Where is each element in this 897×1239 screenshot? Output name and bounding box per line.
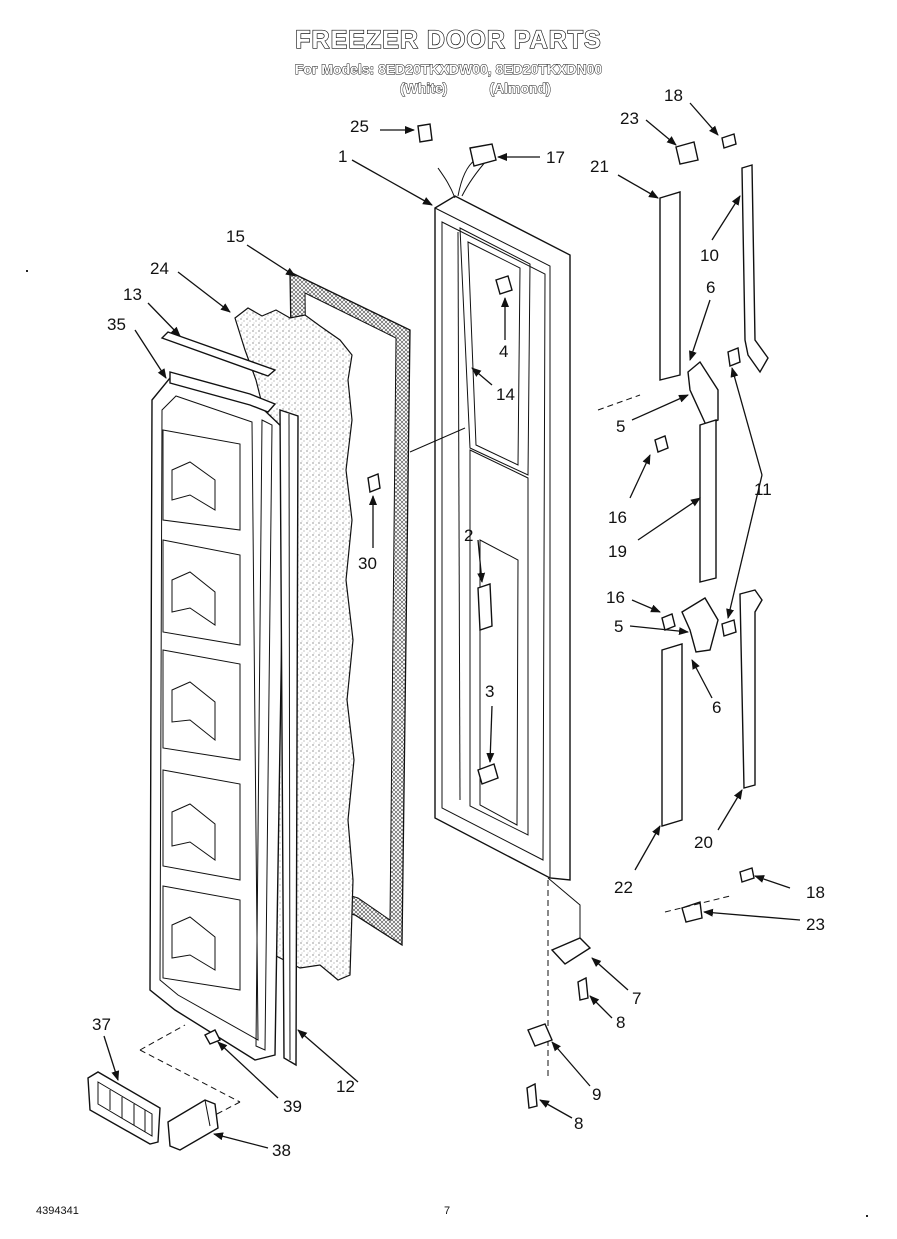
callout-39: 39 <box>283 1097 302 1116</box>
lower-trim-22-part <box>661 643 683 827</box>
callout-4: 4 <box>499 342 508 361</box>
clip-30-part <box>367 473 381 493</box>
callout-20: 20 <box>694 833 713 852</box>
scan-mark <box>866 1215 868 1217</box>
side-breaker-strip-part <box>279 409 299 1067</box>
callout-19: 19 <box>608 542 627 561</box>
grille-dashed-guide <box>139 1024 241 1116</box>
top-trim-strip-part <box>160 331 277 377</box>
callout-22: 22 <box>614 878 633 897</box>
callout-18-lower: 18 <box>806 883 825 902</box>
scan-mark <box>26 270 28 272</box>
callout-11: 11 <box>754 480 772 499</box>
handle-mount-5a-part <box>687 360 719 426</box>
callout-38: 38 <box>272 1141 291 1160</box>
handle-dashed-guides <box>597 394 731 913</box>
handle-20-part <box>739 589 763 789</box>
callout-3: 3 <box>485 682 494 701</box>
end-cap-23b-part <box>681 901 703 923</box>
callout-13: 13 <box>123 285 142 304</box>
callout-15: 15 <box>226 227 245 246</box>
callout-14: 14 <box>496 385 515 404</box>
screw-39-part <box>204 1029 221 1045</box>
screw-8a-part <box>577 976 589 1001</box>
callout-21: 21 <box>590 157 609 176</box>
door-liner-part <box>149 371 286 1061</box>
toe-grille-part <box>87 1071 161 1145</box>
handle-10-part <box>741 164 769 374</box>
clip-3-part <box>477 763 499 785</box>
models-line: For Models: 8ED20TKXDW00, 8ED20TKXDN00 <box>294 61 603 78</box>
variant-white: (White) <box>400 80 448 97</box>
callout-6-upper: 6 <box>706 278 715 297</box>
callout-5-lower: 5 <box>614 617 623 636</box>
screw-11b-part <box>721 619 737 637</box>
callout-30: 30 <box>358 554 377 573</box>
callout-6-lower: 6 <box>712 698 721 717</box>
callout-10: 10 <box>700 246 719 265</box>
callout-1: 1 <box>338 147 347 166</box>
callout-16-upper: 16 <box>608 508 627 527</box>
callout-37: 37 <box>92 1015 111 1034</box>
callout-8-lower: 8 <box>574 1114 583 1133</box>
screw-18b-part <box>739 867 755 883</box>
washer-9-part <box>527 1023 553 1047</box>
model-variants: (White) (Almond) <box>400 80 552 97</box>
screw-11a-part <box>727 347 741 367</box>
bushing-4-part <box>495 275 513 295</box>
callout-25: 25 <box>350 117 369 136</box>
document-number: 4394341 <box>36 1205 79 1217</box>
callout-18-upper: 18 <box>664 86 683 105</box>
screw-16a-part <box>654 435 669 453</box>
callout-35: 35 <box>107 315 126 334</box>
callout-8-upper: 8 <box>616 1013 625 1032</box>
wire-harness-part <box>437 159 488 199</box>
handle-strip-19-part <box>699 419 717 583</box>
screw-16b-part <box>661 613 676 631</box>
end-cap-23a-part <box>675 141 699 165</box>
callout-23-upper: 23 <box>620 109 639 128</box>
diagram-title: FREEZER DOOR PARTS <box>295 25 602 54</box>
tube-2-part <box>477 583 493 631</box>
callout-24: 24 <box>150 259 169 278</box>
callout-23-lower: 23 <box>806 915 825 934</box>
handle-mount-5b-part <box>681 597 719 653</box>
callout-17: 17 <box>546 148 565 167</box>
hinge-bracket-7-part <box>550 937 592 965</box>
screw-8b-part <box>526 1082 538 1109</box>
toe-grille-cover-part <box>167 1099 219 1151</box>
upper-trim-21-part <box>659 191 681 381</box>
callout-5-upper: 5 <box>616 417 625 436</box>
callout-9: 9 <box>592 1085 601 1104</box>
page-number: 7 <box>444 1205 451 1217</box>
screw-18a-part <box>721 133 737 149</box>
leader-lines <box>103 102 801 1149</box>
callout-12: 12 <box>336 1077 355 1096</box>
callout-2: 2 <box>464 526 473 545</box>
variant-almond: (Almond) <box>489 80 551 97</box>
callout-7: 7 <box>632 989 641 1008</box>
callout-16-lower: 16 <box>606 588 625 607</box>
screw-25-part <box>417 123 433 143</box>
outer-door-panel-part <box>434 195 571 881</box>
leader-14-dash <box>409 427 466 453</box>
connector-17-part <box>469 143 497 167</box>
